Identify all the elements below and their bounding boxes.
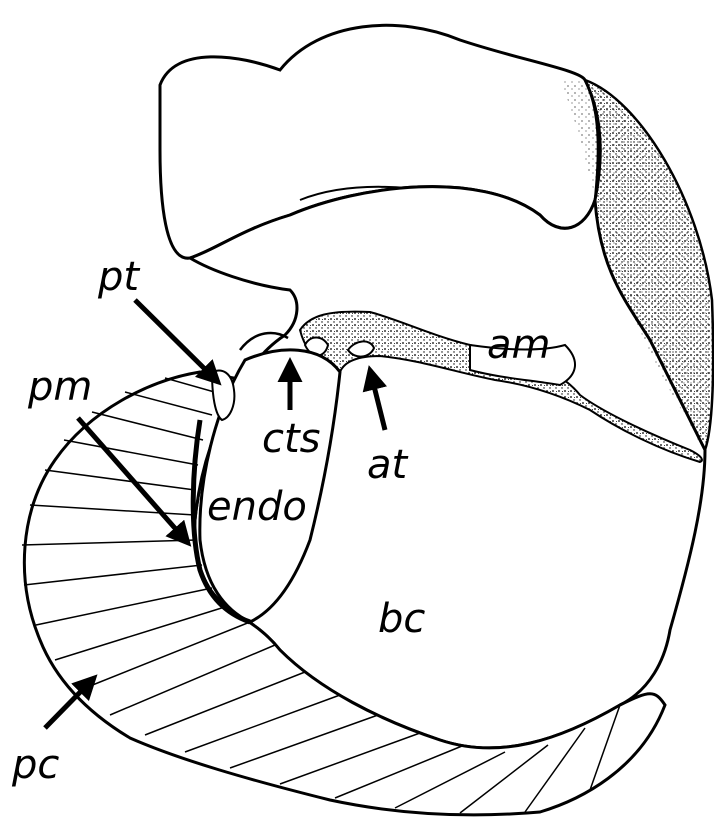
collar-striation-line: [54, 605, 229, 661]
at-arrow: [362, 365, 388, 431]
collar-striation-line: [29, 504, 196, 516]
am-cavity-outline: [469, 343, 576, 387]
collar-striation-line: [144, 671, 306, 736]
at-cavity: [346, 340, 376, 358]
label-cts: cts: [262, 416, 321, 462]
pm-thickening: [190, 419, 251, 625]
collar-striation-line: [109, 644, 276, 716]
collar-striation-line: [44, 469, 196, 491]
collar-striation-line: [23, 564, 203, 586]
collar-striation-line: [79, 621, 251, 691]
pm-arrow: [76, 416, 192, 547]
shoulder-notch: [239, 331, 289, 351]
collar-striation-line: [229, 714, 379, 769]
collar-striation-line: [394, 751, 506, 809]
label-pt: pt: [97, 254, 140, 300]
pc-arrow: [43, 674, 98, 730]
right-stipple-strip: [560, 80, 712, 445]
label-pm: pm: [27, 364, 92, 410]
collar-striation-line: [184, 694, 341, 753]
collar-striation-line: [524, 727, 586, 813]
collar-striation-line: [91, 411, 204, 441]
collar-striation-line: [279, 732, 421, 785]
pt-arrow: [133, 298, 222, 386]
endoderm-outline: [198, 348, 342, 624]
label-am: am: [487, 322, 550, 368]
label-pc: pc: [11, 742, 59, 788]
dark-tissue-band: [298, 310, 703, 464]
collar-striation-line: [589, 704, 621, 791]
collar-striation-line: [124, 391, 213, 416]
collar-striation-line: [63, 439, 199, 466]
label-bc: bc: [378, 596, 425, 642]
label-at: at: [367, 442, 409, 488]
label-endo: endo: [207, 484, 307, 530]
collar-striation-line: [459, 744, 549, 814]
collar-striation-line: [35, 587, 213, 626]
collar-striation-line: [334, 745, 463, 799]
